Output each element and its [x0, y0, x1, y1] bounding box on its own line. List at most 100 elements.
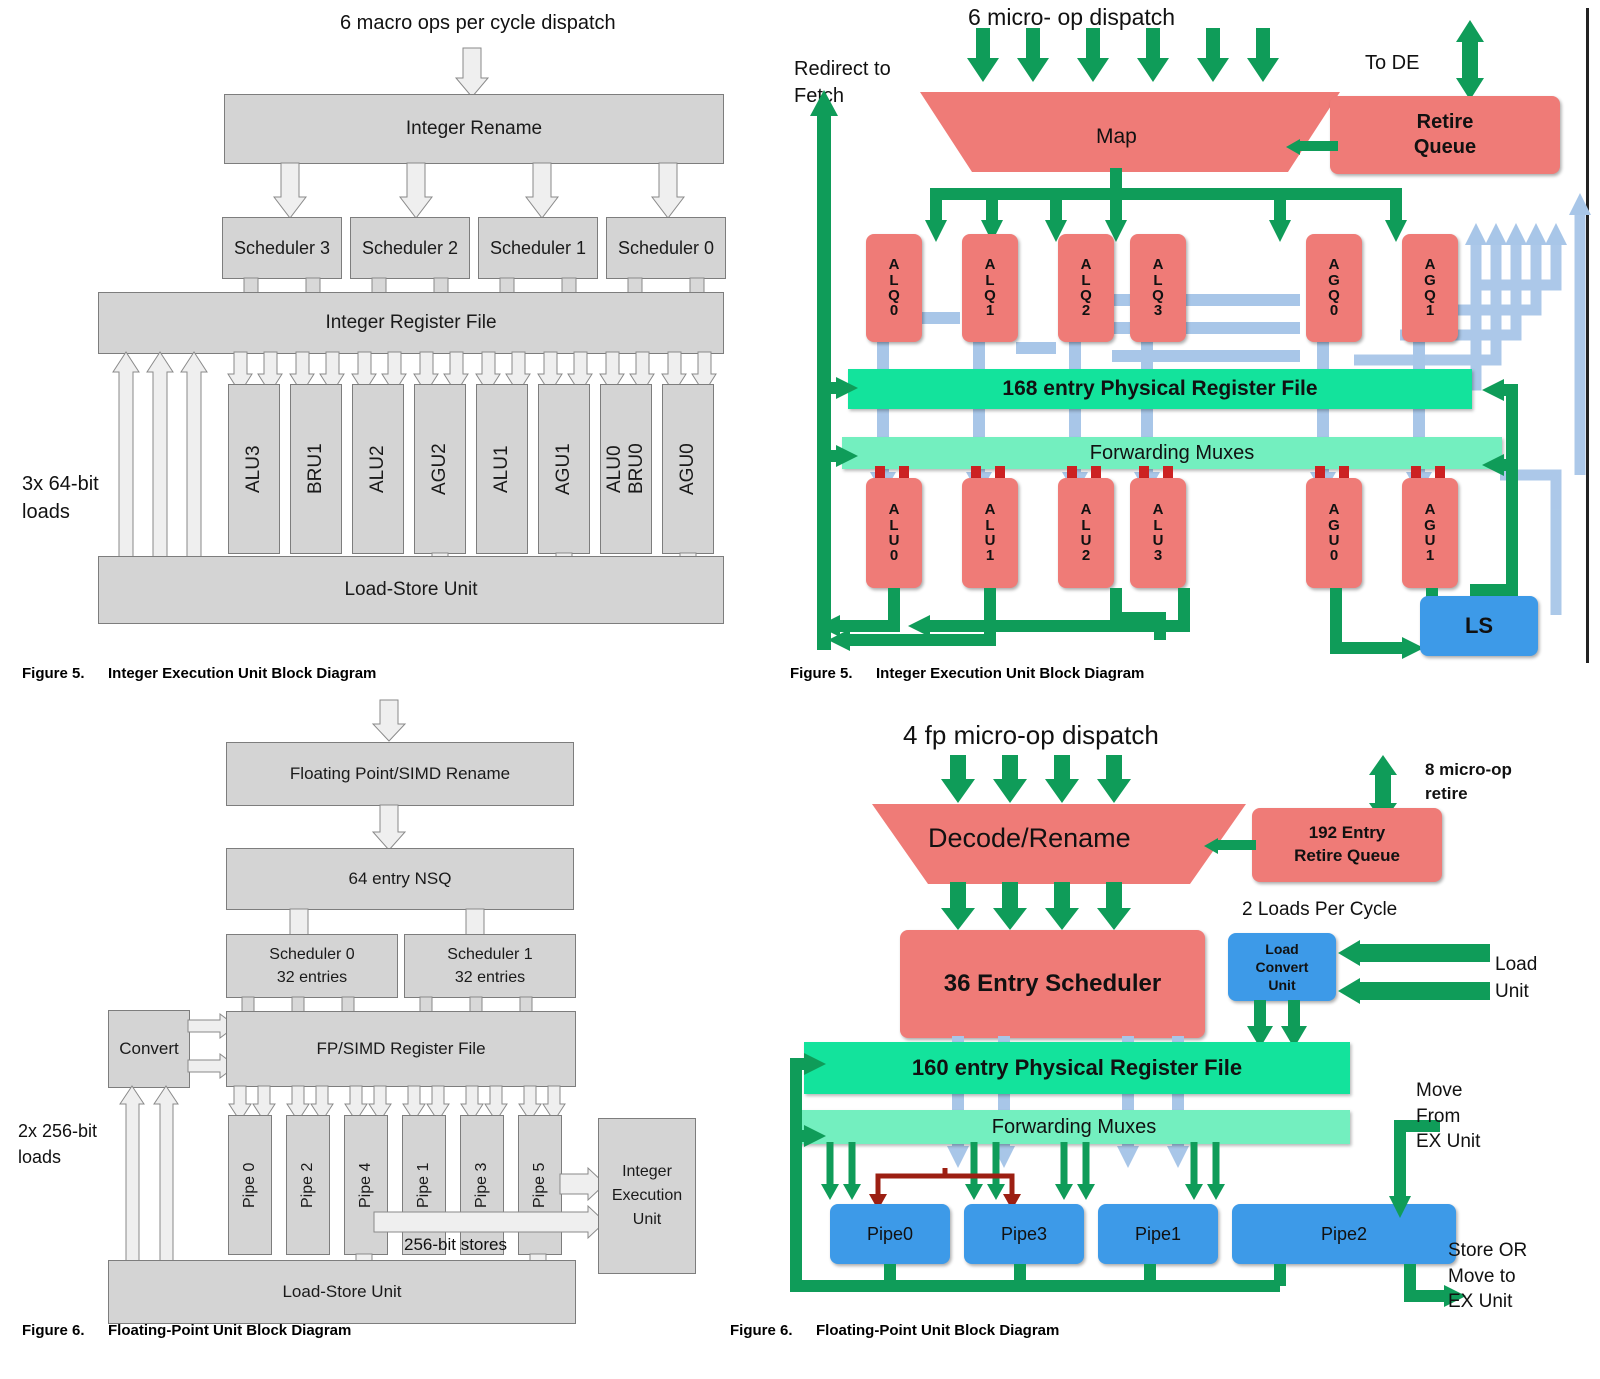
- fig6r-pipe2-label: Pipe2: [1320, 1223, 1368, 1244]
- fig6l-pipe-0: Pipe 0: [228, 1115, 272, 1255]
- fig6l-load-store-unit-label: Load-Store Unit: [282, 1282, 402, 1301]
- fig6l-convert-label: Convert: [119, 1039, 179, 1058]
- fig5l-unit-alu2-label: ALU2: [367, 445, 388, 493]
- fig6r-physical-register-file: 160 entry Physical Register File: [804, 1042, 1350, 1094]
- fig5l-load-store-unit-label: Load-Store Unit: [344, 579, 478, 600]
- fig6-right-caption-number: Figure 6.: [730, 1322, 793, 1339]
- fig6l-pipe-1-label: Pipe 1: [415, 1162, 432, 1208]
- fig5r-retire-queue-label: Retire Queue: [1413, 111, 1477, 158]
- fig5r-physical-register-file: 168 entry Physical Register File: [848, 369, 1472, 409]
- fig6l-nsq: 64 entry NSQ: [226, 848, 574, 910]
- fig6l-fp-register-file-label: FP/SIMD Register File: [316, 1039, 486, 1058]
- fig5l-unit-agu1-label: AGU1: [553, 443, 574, 495]
- fig5l-scheduler-0-label: Scheduler 0: [617, 237, 715, 258]
- fig5l-loads-label: 3x 64-bit loads: [22, 473, 99, 523]
- fig6l-rf-to-pipe-arrows: [228, 1085, 566, 1122]
- fig5r-dispatch-label: 6 micro- op dispatch: [968, 4, 1176, 30]
- fig5-right-caption-number: Figure 5.: [790, 665, 853, 682]
- fig6r-crosslink-arrows: [869, 1168, 1021, 1210]
- fig6-right-caption: Figure 6.Floating-Point Unit Block Diagr…: [730, 1322, 1059, 1339]
- fig6l-integer-execution-unit: Integer Execution Unit: [598, 1118, 696, 1274]
- fig5l-unit-bru1: BRU1: [290, 384, 342, 554]
- fig6r-scheduler: 36 Entry Scheduler: [900, 930, 1205, 1038]
- fig6l-load-arrows: [119, 1085, 179, 1287]
- fig5r-dispatch-arrows: [967, 20, 1484, 100]
- fig6r-pipe1: Pipe1: [1098, 1204, 1218, 1264]
- fig5l-scheduler-2: Scheduler 2: [350, 217, 470, 279]
- fig5l-unit-alu0-bru0-label: ALU0 BRU0: [604, 443, 647, 495]
- fig5r-ls-block: LS: [1420, 596, 1538, 656]
- fig5l-unit-agu2: AGU2: [414, 384, 466, 554]
- figure-5-right-panel: 6 micro- op dispatch Redirect to Fetch T…: [780, 0, 1600, 700]
- fig6r-forwarding-muxes-label: Forwarding Muxes: [991, 1115, 1157, 1138]
- fig5l-rf-to-unit-arrows: [227, 351, 717, 394]
- fig6r-pipe0: Pipe0: [830, 1204, 950, 1264]
- fig6r-decode-rename-shape: [872, 804, 1246, 884]
- fig5r-map-to-queue-routing: [925, 168, 1407, 242]
- fig6l-loads-label: 2x 256-bit loads: [18, 1121, 98, 1168]
- fig6r-fwd-to-pipe-arrows: [821, 1142, 1225, 1200]
- fig6l-256-bit-stores-label: 256-bit stores: [404, 1235, 507, 1254]
- fig5l-scheduler-2-label: Scheduler 2: [361, 237, 459, 258]
- fig5l-unit-agu0: AGU0: [662, 384, 714, 554]
- fig5r-forwarding-muxes: Forwarding Muxes: [842, 437, 1502, 469]
- fig5-right-caption: Figure 5.Integer Execution Unit Block Di…: [790, 665, 1144, 682]
- fig6r-retire-queue-label: 192 Entry Retire Queue: [1294, 823, 1400, 865]
- fig6l-top-arrow: [371, 699, 407, 742]
- fig5r-retire-queue: Retire Queue: [1330, 96, 1560, 174]
- fig6r-scheduler-label: 36 Entry Scheduler: [943, 970, 1162, 997]
- fig5l-dispatch-arrow: [454, 47, 490, 98]
- fig5l-rename-to-scheduler-arrows: [272, 162, 686, 219]
- fig6r-load-unit-label: Load Unit: [1495, 954, 1538, 1002]
- fig5-left-caption-text: Integer Execution Unit Block Diagram: [108, 665, 377, 682]
- fig5l-unit-alu2: ALU2: [352, 384, 404, 554]
- fig6-left-caption-number: Figure 6.: [22, 1322, 85, 1339]
- fig6l-pipe-4-label: Pipe 4: [357, 1162, 374, 1208]
- fig6l-pipe-3-label: Pipe 3: [473, 1162, 490, 1208]
- fig6l-256-bit-stores-arrow: [373, 1204, 606, 1240]
- fig6l-scheduler-0: Scheduler 0 32 entries: [226, 934, 398, 998]
- fig6r-move-from-ex-label: Move From EX Unit: [1416, 1080, 1481, 1153]
- fig6r-physical-register-file-label: 160 entry Physical Register File: [911, 1055, 1243, 1080]
- fig6l-scheduler-1-label: Scheduler 1 32 entries: [447, 945, 533, 986]
- fig6r-load-unit-arrows: [1338, 940, 1490, 1004]
- fig6r-pipe0-label: Pipe0: [866, 1223, 914, 1244]
- fig6l-fp-register-file: FP/SIMD Register File: [226, 1011, 576, 1087]
- fig6l-pipe-5-label: Pipe 5: [531, 1162, 548, 1208]
- fig6l-convert-arrows: [187, 1013, 237, 1079]
- fig6l-scheduler-1: Scheduler 1 32 entries: [404, 934, 576, 998]
- fig5r-map-shape: [920, 92, 1340, 172]
- fig5l-integer-rename: Integer Rename: [224, 94, 724, 164]
- fig5r-physical-register-file-label: 168 entry Physical Register File: [1002, 377, 1318, 400]
- fig6l-rename-to-nsq-arrow: [371, 804, 407, 851]
- fig5l-load-arrows: [112, 351, 208, 575]
- fig6-left-caption: Figure 6.Floating-Point Unit Block Diagr…: [22, 1322, 351, 1339]
- fig5r-retire-to-map-arrow: [1286, 139, 1338, 155]
- fig5l-integer-register-file: Integer Register File: [98, 292, 724, 354]
- fig5r-forwarding-muxes-label: Forwarding Muxes: [1089, 441, 1255, 464]
- fig5l-unit-alu3-label: ALU3: [243, 445, 264, 493]
- fig5l-unit-alu1: ALU1: [476, 384, 528, 554]
- fig6l-integer-execution-unit-label: Integer Execution Unit: [611, 1163, 683, 1228]
- figure-5-left-panel: 6 macro ops per cycle dispatch Integer R…: [0, 0, 780, 700]
- fig5l-load-store-unit: Load-Store Unit: [98, 556, 724, 624]
- fig5r-to-de-label-pos: To DE: [1365, 52, 1420, 74]
- fig5r-redirect-arrow: [810, 90, 838, 650]
- fig6r-dispatch-arrows: [941, 755, 1397, 823]
